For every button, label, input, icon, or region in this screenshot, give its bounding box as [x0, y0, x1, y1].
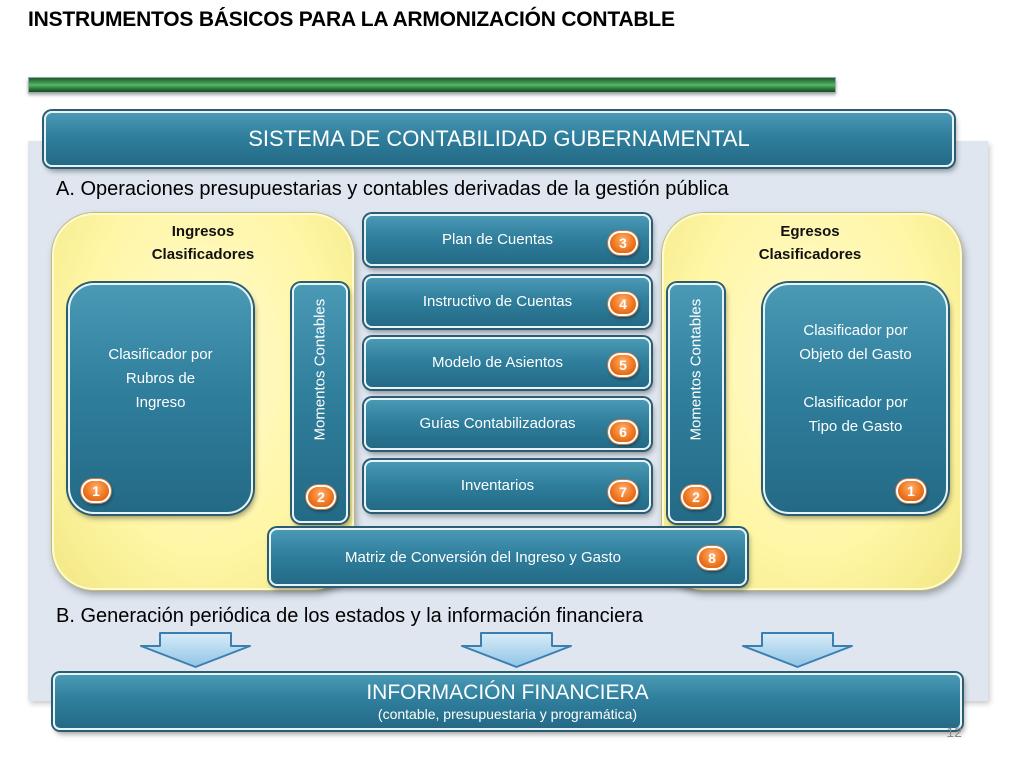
conversion-matrix-box: Matriz de Conversión del Ingreso y Gasto	[269, 528, 747, 586]
income-classifier-box: Clasificador por Rubros de Ingreso	[68, 283, 253, 514]
accounting-guides-box: Guías Contabilizadoras	[364, 398, 651, 450]
badge-accounting-guides: 6	[608, 420, 638, 444]
financial-information-box: INFORMACIÓN FINANCIERA (contable, presup…	[53, 673, 962, 730]
expense-title-line1: Egresos	[780, 223, 840, 240]
expense-classifier-line2: Objeto del Gasto	[799, 345, 912, 363]
badge-accounts-instructions: 4	[608, 292, 638, 316]
entry-model-box: Modelo de Asientos	[364, 337, 651, 389]
expense-classifier-line4: Tipo de Gasto	[808, 417, 903, 435]
slide-title: INSTRUMENTOS BÁSICOS PARA LA ARMONIZACIÓ…	[28, 8, 675, 31]
accounts-instructions-box: Instructivo de Cuentas	[364, 276, 651, 328]
down-arrow-icon	[140, 632, 251, 668]
expense-accounting-moments-bar	[668, 283, 724, 523]
income-classifier-line2: Rubros de	[125, 369, 196, 387]
income-accounting-moments-label: Momentos Contables	[311, 298, 329, 441]
financial-information-subtitle: (contable, presupuestaria y programática…	[377, 705, 638, 722]
income-title-line2: Clasificadores	[151, 246, 255, 263]
inventories-box: Inventarios	[364, 460, 651, 512]
expense-classifiers-title: Egresos Clasificadores	[751, 220, 869, 266]
system-header-box: SISTEMA DE CONTABILIDAD GUBERNAMENTAL	[44, 111, 954, 167]
down-arrow-icon	[742, 632, 853, 668]
chart-of-accounts-box: Plan de Cuentas	[364, 214, 651, 266]
income-classifiers-title: Ingresos Clasificadores	[150, 220, 256, 266]
badge-conversion-matrix: 8	[697, 546, 727, 570]
page-number: 12	[946, 724, 962, 740]
income-accounting-moments-bar	[292, 283, 348, 523]
down-arrow-icon	[461, 632, 572, 668]
financial-information-title: INFORMACIÓN FINANCIERA	[366, 680, 649, 704]
income-classifier-line1: Clasificador por	[108, 345, 213, 363]
badge-inventories: 7	[608, 480, 638, 504]
section-b-heading: B. Generación periódica de los estados y…	[56, 605, 643, 627]
badge-income-classifier: 1	[81, 479, 111, 503]
title-underline-bar	[28, 77, 836, 93]
expense-accounting-moments-label: Momentos Contables	[687, 298, 705, 441]
badge-income-moments: 2	[306, 485, 336, 509]
expense-classifier-line3: Clasificador por	[803, 393, 908, 411]
income-classifier-line3: Ingreso	[135, 393, 186, 411]
badge-chart-of-accounts: 3	[608, 231, 638, 255]
income-title-line1: Ingresos	[171, 223, 235, 240]
badge-entry-model: 5	[608, 353, 638, 377]
expense-classifier-box: Clasificador por Objeto del Gasto Clasif…	[763, 283, 948, 514]
section-a-heading: A. Operaciones presupuestarias y contabl…	[56, 178, 729, 200]
expense-classifier-line1: Clasificador por	[803, 321, 908, 339]
badge-expense-classifier: 1	[896, 479, 926, 503]
badge-expense-moments: 2	[681, 485, 711, 509]
expense-title-line2: Clasificadores	[758, 246, 862, 263]
